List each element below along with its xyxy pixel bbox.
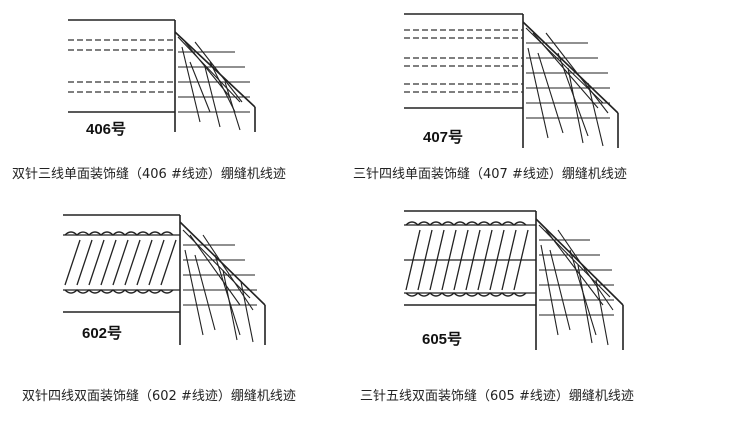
figure-label-407: 407号 — [423, 129, 464, 146]
caption-602: 双针四线双面装饰缝（602 #线迹）绷缝机线迹 — [22, 389, 296, 404]
caption-605: 三针五线双面装饰缝（605 #线迹）绷缝机线迹 — [360, 389, 634, 404]
diagram-406-drawing — [68, 19, 256, 132]
caption-406: 双针三线单面装饰缝（406 #线迹）绷缝机线迹 — [12, 167, 286, 182]
diagram-605-drawing — [404, 210, 624, 350]
diagram-605 — [398, 205, 630, 355]
figure-label-605: 605号 — [422, 331, 463, 348]
figure-label-406: 406号 — [86, 121, 127, 138]
figure-label-602: 602号 — [82, 325, 123, 342]
diagram-602 — [55, 210, 275, 350]
diagram-407 — [398, 8, 628, 153]
caption-407: 三针四线单面装饰缝（407 #线迹）绷缝机线迹 — [353, 167, 627, 182]
diagram-602-drawing — [63, 214, 266, 345]
diagram-406 — [60, 12, 270, 137]
diagram-407-drawing — [404, 13, 619, 148]
